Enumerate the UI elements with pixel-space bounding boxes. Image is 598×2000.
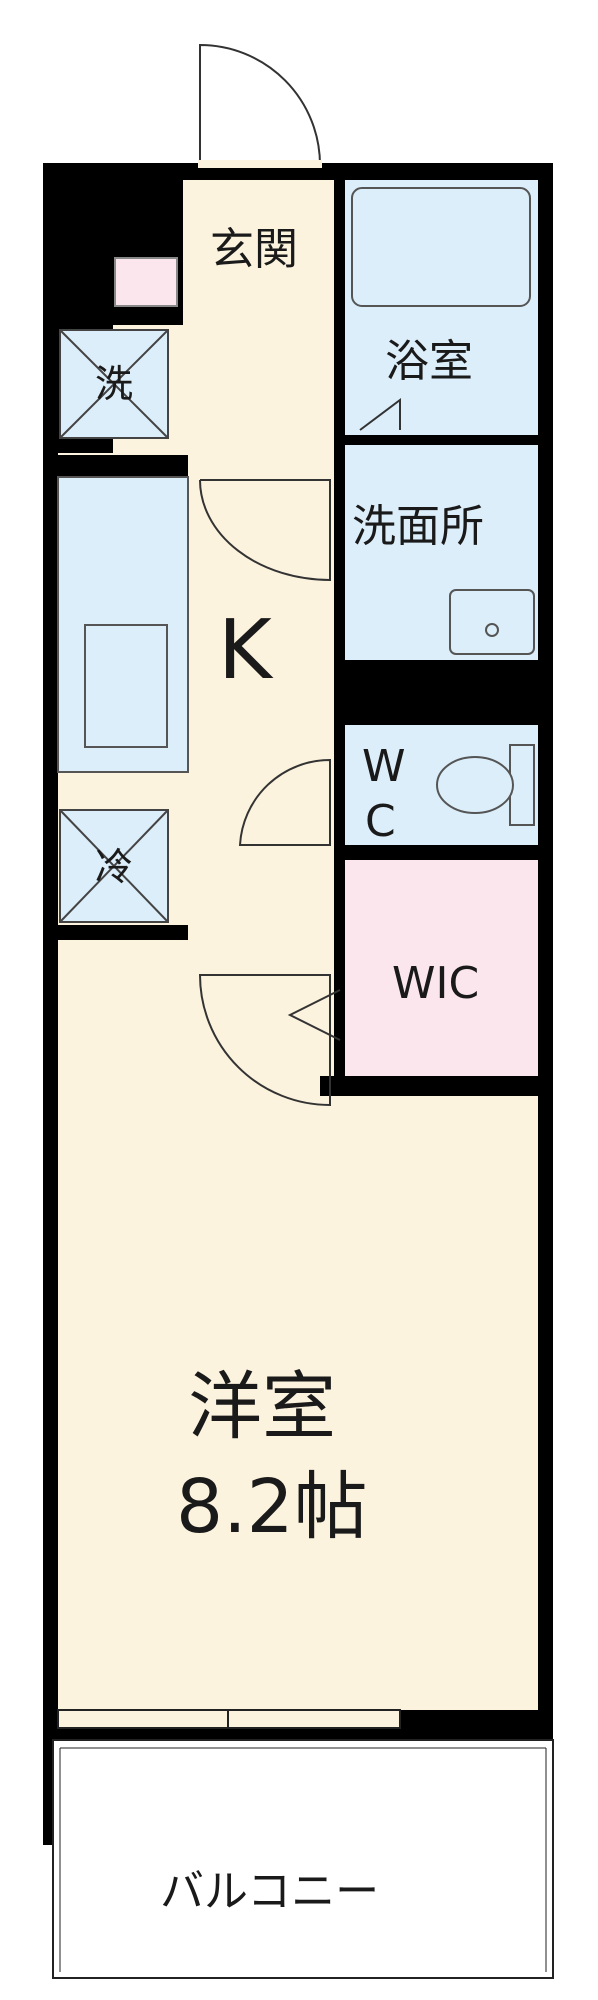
shoe-cabinet [114, 257, 178, 307]
room-label-western: 洋室 [188, 1364, 336, 1450]
wall-kitchen-bottom [58, 925, 188, 940]
room-label-wic: WIC [392, 958, 480, 1009]
wall-right-column [334, 180, 345, 1076]
room-label-western-size: 8.2帖 [176, 1464, 368, 1550]
wall-left-mid [43, 455, 58, 940]
room-label-entrance: 玄関 [210, 224, 298, 275]
washer-cross-2 [59, 329, 169, 439]
room-label-washroom: 洗面所 [352, 501, 484, 552]
floor-wic [345, 860, 538, 1076]
room-label-wc-w: W [362, 741, 406, 792]
wall-wic-bottom [320, 1076, 553, 1096]
kitchen-sink [84, 624, 168, 748]
room-label-wc-c: C [365, 796, 396, 847]
hall-door-swing [199, 479, 331, 582]
balcony-area [52, 1739, 554, 1979]
washbasin [449, 589, 535, 655]
room-label-balcony: バルコニー [160, 1866, 380, 1917]
room-label-bath: 浴室 [385, 336, 473, 387]
fridge-cross-2 [59, 809, 169, 923]
wall-wc-wic [334, 845, 553, 860]
wall-kitchen-top [58, 455, 188, 477]
room-door-swing [198, 974, 331, 1107]
entrance-door-swing [199, 43, 321, 166]
bath-door-mark [359, 398, 401, 431]
room-label-kitchen: K [218, 603, 272, 698]
fixture-label-washer: 洗 [95, 362, 134, 406]
entrance-door-gap [198, 160, 322, 168]
wall-bath-wash [345, 435, 553, 445]
wall-bottom-right [400, 1710, 553, 1740]
toilet-bowl [436, 756, 514, 814]
basin-drain [485, 623, 499, 637]
fixture-label-fridge: 冷 [95, 845, 134, 889]
wic-door-mark [287, 989, 341, 1041]
wc-door-swing [238, 758, 331, 846]
bathtub [351, 187, 531, 307]
wall-wet-core [334, 660, 553, 725]
